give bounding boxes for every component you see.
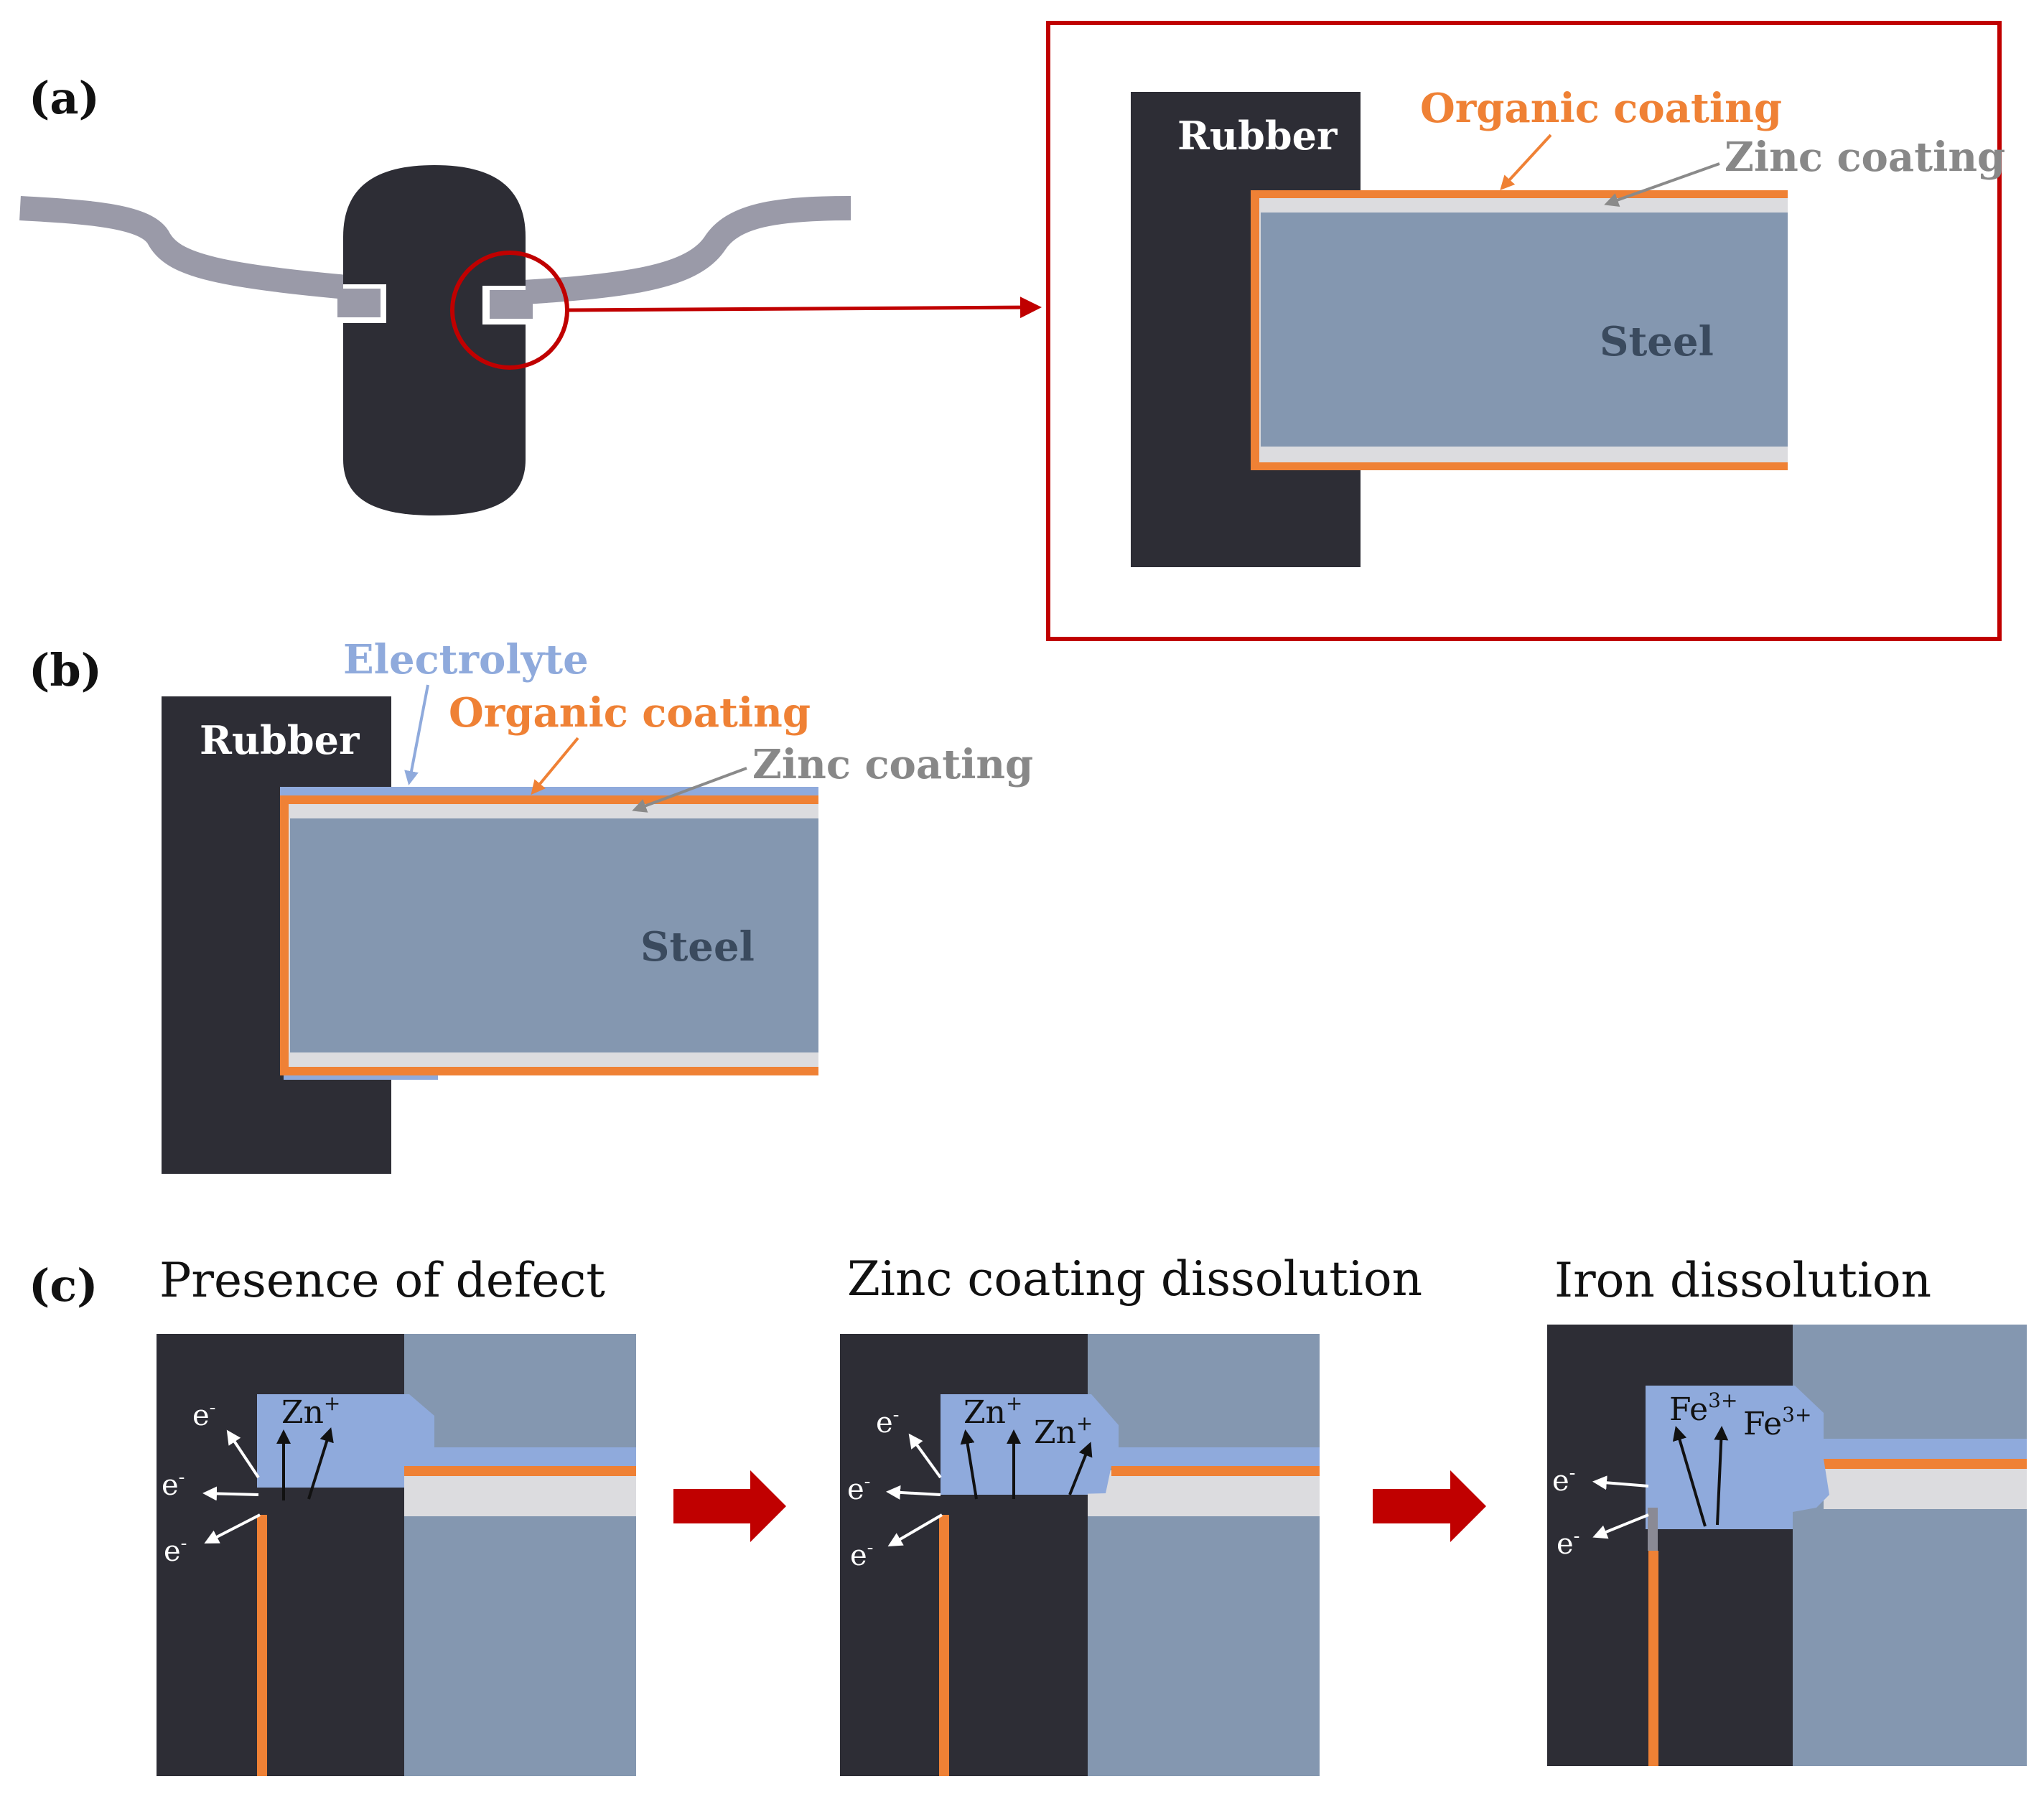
step-3-title: Iron dissolution [1554, 1253, 1931, 1308]
step-3: Iron dissolution Fe3+ Fe3+ e- e- [1547, 1253, 2027, 1766]
step-1-ion-arrow-2 [307, 1427, 334, 1500]
step-3-zinc [1824, 1465, 2027, 1509]
step-3-electron-arrow-1 [1592, 1475, 1649, 1490]
step-3-pit-edge [1648, 1508, 1658, 1551]
strip-in-slot-left [337, 289, 381, 317]
b-steel-label: Steel [640, 923, 755, 971]
step-3-ion-arrow-2 [1714, 1426, 1729, 1526]
rubber-grommet [343, 165, 526, 515]
zoom-frame [1046, 21, 2002, 641]
b-electrolyte-label: Electrolyte [343, 636, 589, 683]
b-zinc-label: Zinc coating [752, 741, 1033, 788]
step-2: Zinc coating dissolution Zn+ Zn+ e- e- e… [840, 1251, 1422, 1776]
step-2-electron-2: e- [847, 1471, 870, 1506]
b-rubber-label: Rubber [200, 717, 360, 763]
panel-b: (b) Electrolyte Rubber Organic coating Z… [29, 636, 1033, 1174]
step-2-electron-1: e- [876, 1404, 899, 1439]
step-1-organic [345, 1466, 636, 1476]
step-arrow-1 [673, 1470, 786, 1542]
b-organic-pointer [531, 737, 579, 795]
step-2-edge-organic [939, 1515, 949, 1776]
panel-c-tag: (c) [29, 1259, 98, 1312]
b-zinc-pointer [632, 767, 747, 813]
step-1-electron-arrow-3 [204, 1513, 261, 1544]
step-arrow-2 [1373, 1470, 1486, 1542]
step-2-ion-arrow-3 [1068, 1442, 1093, 1495]
step-2-ion-2: Zn+ [1034, 1411, 1093, 1451]
step-2-electron-3: e- [850, 1537, 873, 1572]
b-organic-label: Organic coating [449, 689, 811, 737]
inset-steel [1261, 213, 1788, 447]
zoom-arrow [566, 297, 1042, 319]
inset-zinc-label: Zinc coating [1725, 134, 2005, 181]
step-3-ion-2: Fe3+ [1743, 1403, 1811, 1442]
step-1-title: Presence of defect [159, 1253, 605, 1308]
panel-c: (c) Presence of defect Zn+ e- e- e- Zinc… [29, 1251, 2027, 1776]
panel-a: (a) Rubber Organic coating Zinc coating … [19, 21, 2005, 641]
step-1: Presence of defect Zn+ e- e- e- [157, 1253, 636, 1776]
strip-in-slot-right [490, 290, 533, 319]
step-1-ion: Zn+ [281, 1391, 340, 1431]
step-1-electron-1: e- [192, 1397, 215, 1432]
step-3-electron-arrow-2 [1592, 1513, 1649, 1539]
step-3-electron-1: e- [1552, 1462, 1575, 1498]
step-1-electron-2: e- [162, 1467, 185, 1502]
step-3-ion-1: Fe3+ [1669, 1388, 1737, 1428]
inset-organic-label: Organic coating [1420, 85, 1782, 132]
step-3-edge-organic [1648, 1551, 1658, 1766]
step-1-electron-3: e- [164, 1533, 187, 1568]
inset-zinc-pointer [1604, 162, 1720, 207]
step-2-electron-arrow-3 [887, 1513, 943, 1547]
step-1-electron-arrow-2 [202, 1486, 259, 1501]
inset-rubber-label: Rubber [1177, 113, 1338, 159]
step-2-ion-arrow-1 [960, 1429, 978, 1500]
step-3-ion-arrow-1 [1672, 1426, 1707, 1527]
b-steel [290, 818, 818, 1052]
step-2-ion-1: Zn+ [963, 1391, 1022, 1431]
step-2-organic [1111, 1466, 1320, 1476]
step-1-electron-arrow-1 [226, 1429, 260, 1479]
panel-b-tag: (b) [29, 644, 102, 696]
step-2-electron-arrow-2 [886, 1485, 941, 1500]
step-1-edge-organic [257, 1515, 267, 1776]
inset-organic-pointer [1500, 134, 1552, 190]
step-3-organic [1824, 1459, 2027, 1469]
step-2-electron-arrow-1 [908, 1433, 942, 1479]
step-3-electron-2: e- [1557, 1526, 1579, 1561]
inset-steel-label: Steel [1600, 318, 1714, 365]
panel-a-tag: (a) [29, 72, 100, 124]
b-electrolyte-pointer [404, 684, 429, 785]
step-2-title: Zinc coating dissolution [847, 1251, 1422, 1307]
